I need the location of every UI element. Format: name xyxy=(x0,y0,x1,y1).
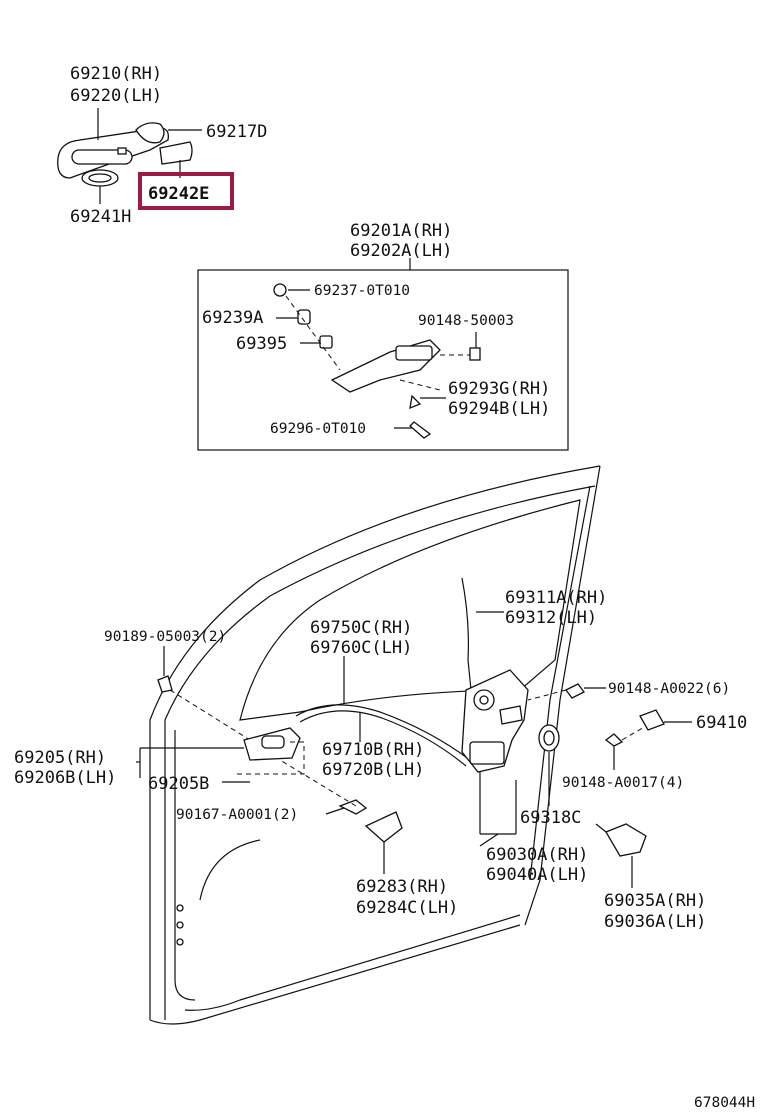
label-69237: 69237-0T010 xyxy=(314,283,410,299)
label-69040a: 69040A(LH) xyxy=(486,865,588,885)
label-69284c: 69284C(LH) xyxy=(356,898,458,918)
label-69311a: 69311A(RH) xyxy=(505,588,607,608)
leader-line xyxy=(479,833,499,847)
label-69205: 69205(RH) xyxy=(14,748,106,768)
label-69210: 69210(RH) xyxy=(70,64,162,84)
assembly-line xyxy=(279,759,357,807)
highlight-box xyxy=(138,172,234,210)
cable xyxy=(299,710,467,767)
label-90189: 90189-05003(2) xyxy=(104,629,226,645)
grommet-part xyxy=(543,730,555,746)
label-69750c: 69750C(RH) xyxy=(310,618,412,638)
label-90148-a0022: 90148-A0022(6) xyxy=(608,681,730,697)
door-lock-assembly xyxy=(461,669,529,773)
assembly-line xyxy=(285,295,341,371)
label-69220: 69220(LH) xyxy=(70,86,162,106)
label-69036a: 69036A(LH) xyxy=(604,912,706,932)
bolt-part xyxy=(565,683,585,699)
label-69206b: 69206B(LH) xyxy=(14,768,116,788)
label-69710b: 69710B(RH) xyxy=(322,740,424,760)
door-outline xyxy=(149,465,601,1025)
bezel-part xyxy=(364,811,403,843)
label-69205b: 69205B xyxy=(148,774,209,794)
screw-part xyxy=(338,799,368,815)
assembly-line xyxy=(621,725,647,741)
inside-handle xyxy=(243,727,301,761)
assembly-line xyxy=(236,741,305,775)
label-69296: 69296-0T010 xyxy=(270,421,366,437)
label-69217d: 69217D xyxy=(206,122,267,142)
label-69202a: 69202A(LH) xyxy=(350,241,452,261)
label-69030a: 69030A(RH) xyxy=(486,845,588,865)
frame-sub-assembly-box xyxy=(197,269,569,451)
label-69283: 69283(RH) xyxy=(356,877,448,897)
label-90167: 90167-A0001(2) xyxy=(176,807,298,823)
handle-frame-parts xyxy=(273,283,481,439)
label-69294b: 69294B(LH) xyxy=(448,399,550,419)
assembly-line xyxy=(527,689,567,701)
label-69242e: 69242E xyxy=(148,184,209,204)
label-69293g: 69293G(RH) xyxy=(448,379,550,399)
clip-part xyxy=(157,675,173,693)
label-69241h: 69241H xyxy=(70,207,131,227)
label-69035a: 69035A(RH) xyxy=(604,891,706,911)
leader-line xyxy=(595,823,607,833)
label-69395: 69395 xyxy=(236,334,287,354)
bolt-part xyxy=(604,733,624,747)
assembly-line xyxy=(399,379,441,391)
label-69239a: 69239A xyxy=(202,308,263,328)
label-69312: 69312(LH) xyxy=(505,608,597,628)
bracket-part xyxy=(605,823,647,857)
label-90148-a0017: 90148-A0017(4) xyxy=(562,775,684,791)
diagram-code: 678044H xyxy=(694,1095,755,1111)
lock-rod xyxy=(461,577,473,701)
cable xyxy=(295,704,471,761)
label-69720b: 69720B(LH) xyxy=(322,760,424,780)
outside-handle-assembly xyxy=(57,122,193,187)
label-69410: 69410 xyxy=(696,713,747,733)
label-69201a: 69201A(RH) xyxy=(350,221,452,241)
leader-line xyxy=(325,807,345,815)
label-90148-50003: 90148-50003 xyxy=(418,313,514,329)
label-69760c: 69760C(LH) xyxy=(310,638,412,658)
label-69318c: 69318C xyxy=(520,808,581,828)
striker-part xyxy=(639,709,665,731)
assembly-line xyxy=(169,689,251,741)
